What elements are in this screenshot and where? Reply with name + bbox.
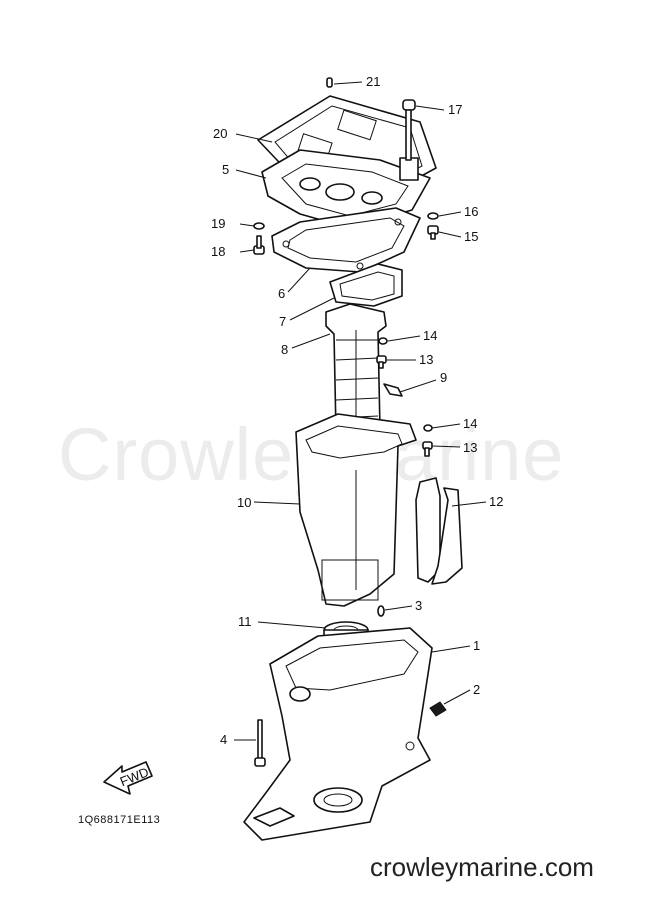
callout-16: 16: [464, 204, 478, 219]
site-url: crowleymarine.com: [370, 852, 594, 882]
part-2-cap[interactable]: [429, 701, 447, 717]
diagram-code: 1Q688171E113: [78, 814, 161, 826]
part-15-bolt[interactable]: [427, 225, 439, 240]
callout-5: 5: [222, 162, 229, 177]
callout-10: 10: [237, 495, 251, 510]
part-18-bolt[interactable]: [253, 235, 265, 255]
part-17-bolt[interactable]: [402, 99, 416, 161]
part-13-bolt-upper[interactable]: [376, 355, 387, 369]
part-4-bolt[interactable]: [254, 719, 266, 767]
part-14-washer-upper[interactable]: [378, 337, 388, 345]
part-19-washer[interactable]: [253, 222, 265, 230]
callout-4: 4: [220, 732, 227, 747]
callout-20: 20: [213, 126, 227, 141]
callout-11: 11: [238, 614, 252, 629]
callout-12: 12: [489, 494, 503, 509]
part-13-bolt-lower[interactable]: [422, 441, 433, 457]
callout-14-lower: 14: [463, 416, 477, 431]
part-6-gasket[interactable]: [271, 207, 421, 273]
callout-8: 8: [281, 342, 288, 357]
callout-15: 15: [464, 229, 478, 244]
callout-9: 9: [440, 370, 447, 385]
callout-3: 3: [415, 598, 422, 613]
callout-17: 17: [448, 102, 462, 117]
part-14-washer-lower[interactable]: [423, 424, 433, 432]
callout-13-upper: 13: [419, 352, 433, 367]
part-10-upper-casing[interactable]: [295, 413, 417, 607]
callout-numbers: 21 17 20 5 19 18 16 15 6 7 8 14 13 9 14 …: [211, 74, 503, 747]
forward-arrow-icon: FWD: [103, 761, 153, 795]
callout-13-lower: 13: [463, 440, 477, 455]
callout-18: 18: [211, 244, 225, 259]
part-7-gasket[interactable]: [329, 263, 403, 307]
callout-6: 6: [278, 286, 285, 301]
callout-14-upper: 14: [423, 328, 437, 343]
leader-lines: [234, 81, 487, 741]
part-12-gasket[interactable]: [415, 477, 463, 585]
callout-21: 21: [366, 74, 380, 89]
part-16-washer[interactable]: [427, 212, 439, 220]
part-1-lower-casing[interactable]: [243, 627, 433, 841]
callout-2: 2: [473, 682, 480, 697]
callout-1: 1: [473, 638, 480, 653]
part-9-clip[interactable]: [383, 383, 403, 397]
part-21-pin[interactable]: [326, 77, 333, 88]
callout-7: 7: [279, 314, 286, 329]
callout-19: 19: [211, 216, 225, 231]
part-3-ring[interactable]: [377, 605, 385, 617]
